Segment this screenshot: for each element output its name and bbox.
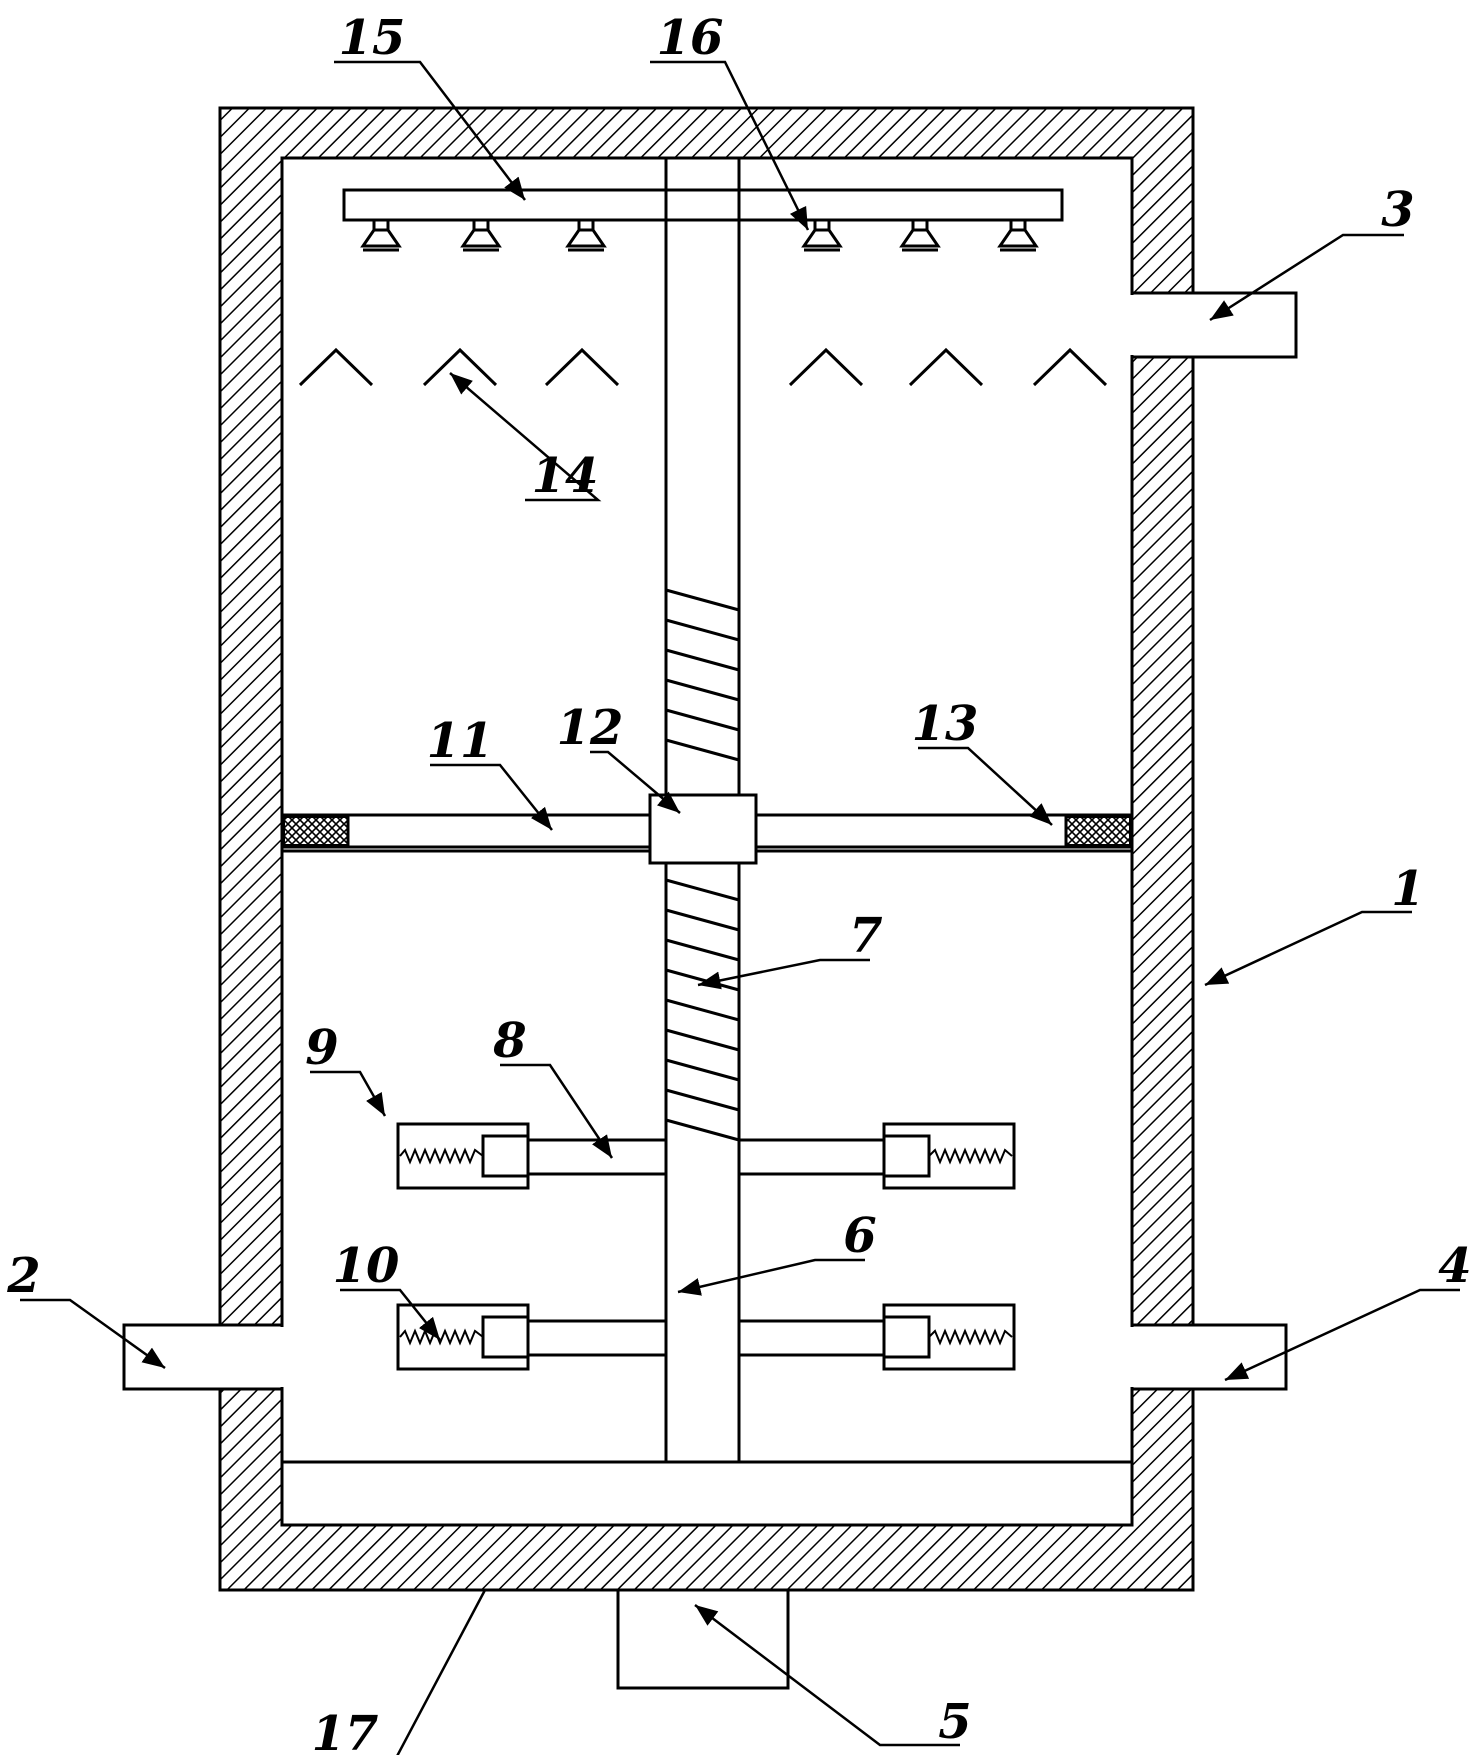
label-5: 5 — [938, 1694, 971, 1750]
pipe-5-drain — [616, 1588, 790, 1690]
label-12: 12 — [557, 700, 624, 756]
label-8: 8 — [492, 1013, 526, 1069]
pipe-3-outlet — [1130, 291, 1298, 359]
deflectors-14 — [298, 347, 1108, 387]
label-14: 14 — [532, 448, 599, 504]
label-13: 13 — [912, 696, 979, 752]
label-3: 3 — [1381, 182, 1414, 238]
label-15: 15 — [339, 10, 406, 66]
label-6: 6 — [843, 1208, 876, 1264]
label-17: 17 — [312, 1706, 379, 1755]
leader-lines — [20, 60, 1460, 1760]
label-10: 10 — [333, 1238, 400, 1294]
pipe-4-inlet — [1130, 1323, 1288, 1391]
screw-thread-7 — [665, 588, 740, 1142]
label-9: 9 — [305, 1020, 338, 1076]
label-7: 7 — [849, 908, 882, 964]
bottom-plate-17 — [280, 1460, 1134, 1527]
nozzles-16 — [360, 218, 1039, 252]
spray-bar-15 — [342, 188, 1064, 222]
label-11: 11 — [427, 713, 494, 769]
label-1: 1 — [1391, 861, 1424, 917]
label-16: 16 — [657, 10, 724, 66]
label-2: 2 — [6, 1248, 40, 1304]
stir-arm-lower — [396, 1303, 1016, 1371]
stir-arm-upper — [396, 1122, 1016, 1190]
label-4: 4 — [1438, 1238, 1471, 1294]
nut-12 — [648, 793, 758, 865]
